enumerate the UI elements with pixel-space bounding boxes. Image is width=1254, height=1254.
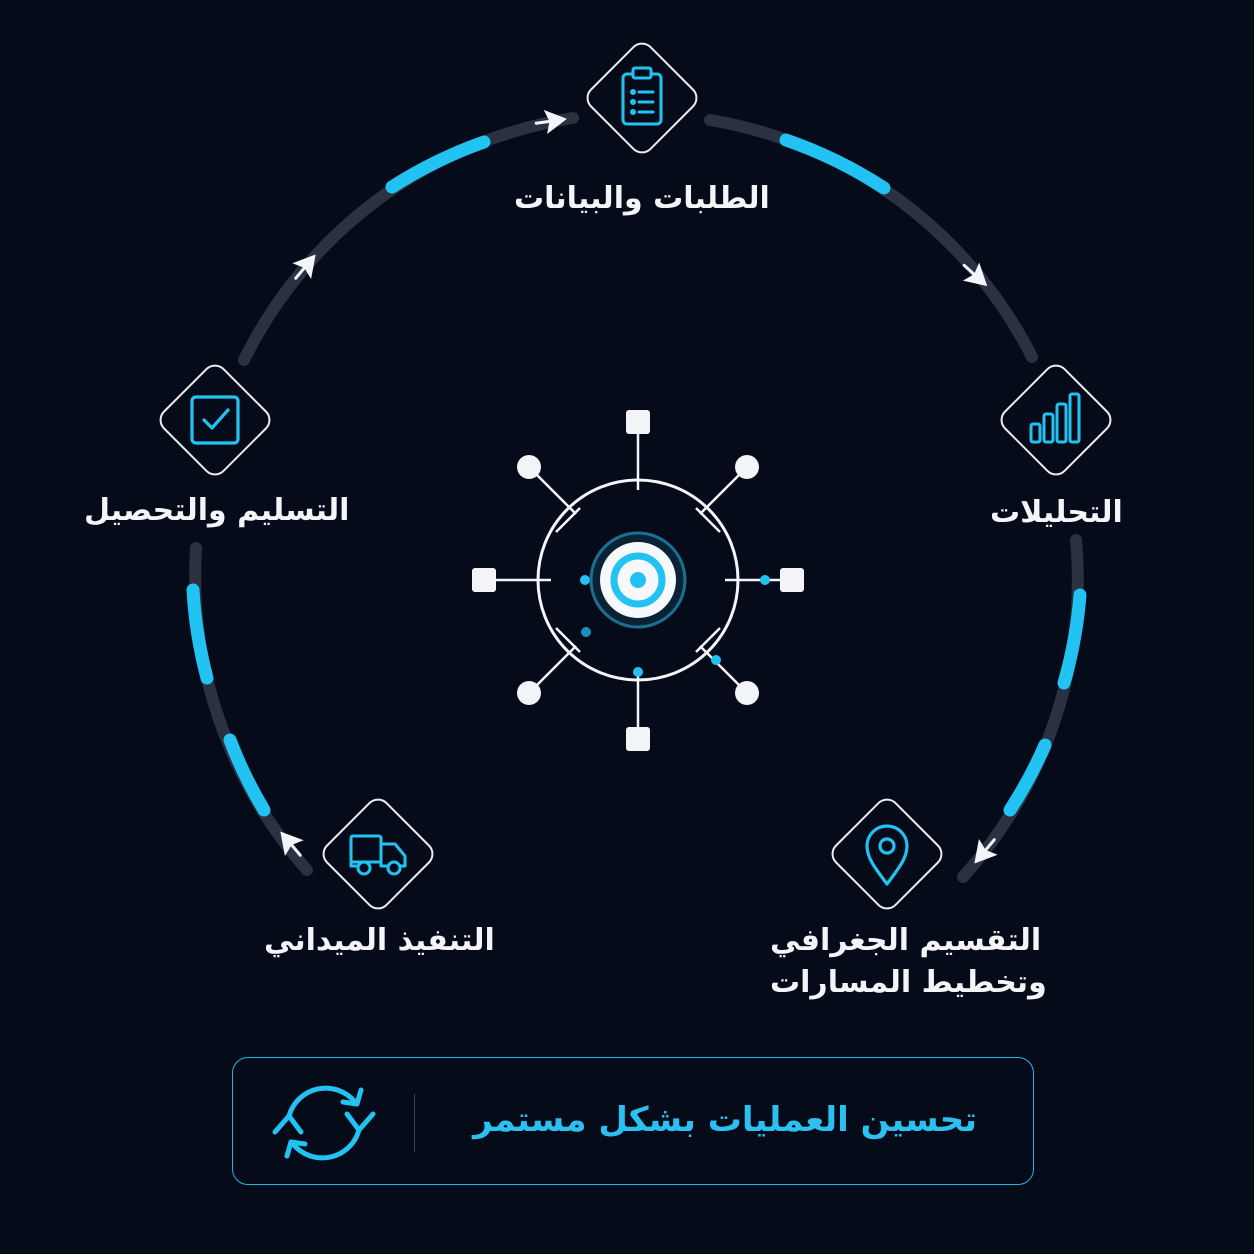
map-pin-icon <box>865 824 909 886</box>
cycle-track <box>189 112 1084 883</box>
clipboard-list-icon <box>621 66 663 126</box>
hub-node-bottom-right <box>735 681 759 705</box>
hub-node-top-right <box>735 455 759 479</box>
hub-node-bottom-left <box>517 681 541 705</box>
hub-node-top-left <box>517 455 541 479</box>
highlight-segment-5 <box>186 583 214 685</box>
refresh-cycle-icon <box>272 1085 376 1161</box>
delivery-truck-icon <box>349 834 407 876</box>
stage-node-delivery <box>159 364 271 476</box>
hub-node-top <box>626 410 650 434</box>
cycle-highlights <box>186 133 1087 817</box>
hub-node-left <box>472 568 496 592</box>
highlight-segment-4 <box>223 733 271 817</box>
arrow-to-routing <box>974 838 998 864</box>
arrow-to-field <box>280 831 304 857</box>
highlight-segment-1 <box>779 133 891 195</box>
track-arc-field-delivery <box>189 542 313 876</box>
arrow-to-requests <box>534 109 567 135</box>
track-arc-requests-analytics <box>704 114 1038 363</box>
network-hub-icon <box>472 410 804 751</box>
stage-label-analytics: التحليلات <box>990 495 1123 530</box>
banner-label: تحسين العمليات بشكل مستمر <box>473 1100 977 1140</box>
highlight-segment-3 <box>1003 738 1052 817</box>
arrow-to-delivery <box>292 254 316 280</box>
track-arc-delivery-requests <box>238 112 579 366</box>
highlight-segment-6 <box>385 135 491 194</box>
stage-label-routing-line1: التقسيم الجغرافي <box>770 923 1042 958</box>
check-square-icon <box>190 395 240 445</box>
highlight-segment-2 <box>1057 588 1087 690</box>
hub-node-right <box>780 568 804 592</box>
continuous-improvement-banner: تحسين العمليات بشكل مستمر <box>232 1057 1034 1185</box>
banner-divider <box>414 1094 415 1152</box>
stage-node-analytics <box>1000 364 1112 476</box>
arrow-to-analytics <box>962 262 988 287</box>
hub-node-bottom <box>626 727 650 751</box>
hub-ring <box>536 478 740 682</box>
stage-node-field <box>322 798 434 910</box>
stage-node-routing <box>831 798 943 910</box>
stage-label-field: التنفيذ الميداني <box>264 923 495 958</box>
stage-label-routing-line2: وتخطيط المسارات <box>770 965 1047 1000</box>
cycle-arrows <box>280 109 998 864</box>
bar-chart-icon <box>1029 392 1081 444</box>
stage-label-requests: الطلبات والبيانات <box>514 181 770 216</box>
track-arc-analytics-routing <box>957 534 1084 883</box>
stage-node-requests <box>586 42 698 154</box>
stage-label-delivery: التسليم والتحصيل <box>84 493 350 528</box>
